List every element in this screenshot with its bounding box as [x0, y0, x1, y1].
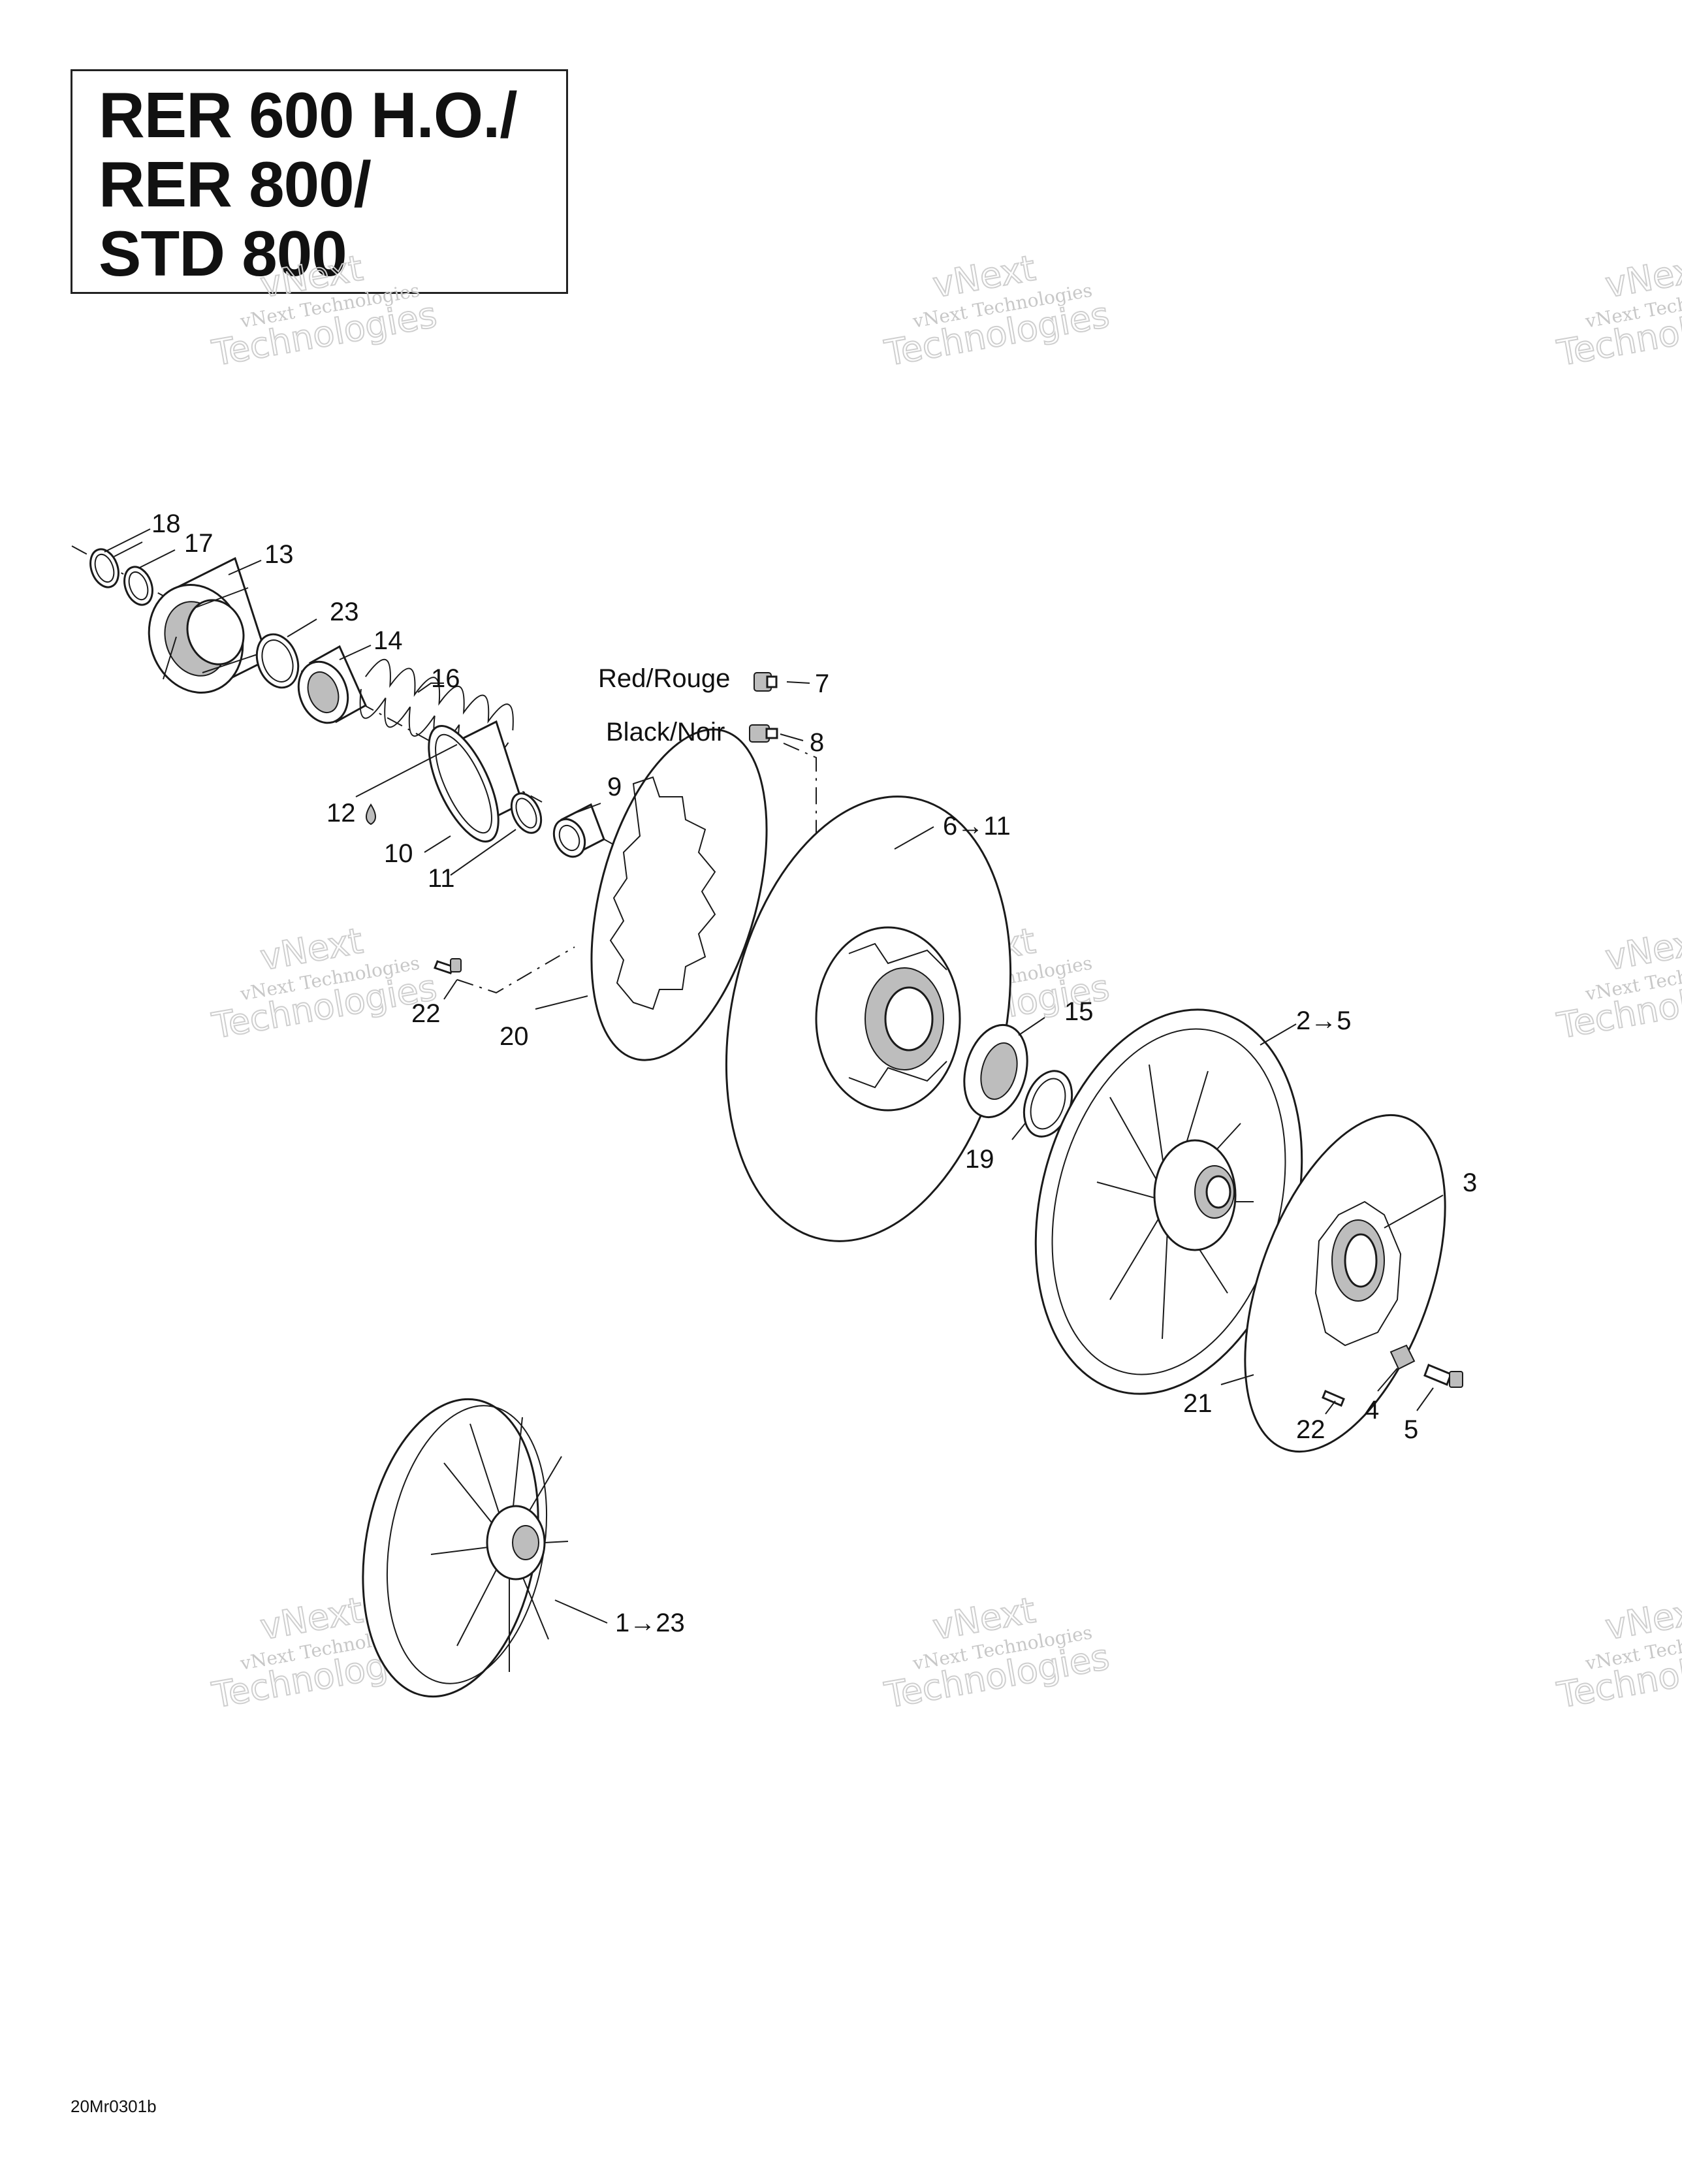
title-line-2: RER 800/ — [99, 148, 372, 220]
title-box: RER 600 H.O./ RER 800/ STD 800 — [71, 69, 568, 294]
axis-20-22 — [456, 946, 575, 994]
callout-4: 4 — [1365, 1396, 1379, 1424]
part-22-screw-right — [1322, 1390, 1345, 1407]
part-17-ring — [123, 566, 153, 606]
part-11-circlip — [510, 792, 543, 834]
part-8-slider-black — [749, 724, 778, 743]
callout-10: 10 — [384, 839, 413, 868]
callout-8: 8 — [810, 728, 824, 757]
label-red-rouge: Red/Rouge — [598, 664, 730, 693]
callout-20: 20 — [500, 1022, 529, 1051]
part-22-screw-left — [434, 958, 462, 974]
watermark-6: vNext vNext Technologies Technologies — [1553, 920, 1682, 1048]
part-20-disc — [590, 728, 768, 1061]
callout-15: 15 — [1064, 997, 1094, 1026]
callout-22-left: 22 — [411, 999, 441, 1028]
callout-18: 18 — [151, 509, 181, 538]
guide-8 — [783, 743, 817, 934]
title-line-1: RER 600 H.O./ — [99, 79, 518, 151]
part-14-seat — [297, 645, 367, 724]
watermarks: vNext vNext Technologies Technologies vN… — [208, 247, 1682, 1717]
title-line-3: STD 800 — [99, 217, 347, 289]
part-18-circlip — [89, 548, 119, 588]
callout-16: 16 — [431, 664, 460, 693]
callout-5: 5 — [1404, 1415, 1418, 1444]
part-23-ring — [255, 633, 300, 689]
callout-11: 11 — [428, 864, 455, 893]
callout-17: 17 — [184, 529, 214, 558]
watermark-1: vNext vNext Technologies Technologies — [208, 247, 441, 375]
watermark-8: vNext vNext Technologies Technologies — [881, 1589, 1113, 1717]
part-1-complete-driven-pulley — [362, 1398, 569, 1698]
part-9-bushing — [552, 803, 605, 858]
callout-13: 13 — [264, 540, 294, 569]
part-13-cam — [148, 556, 269, 694]
label-black-noir: Black/Noir — [606, 718, 725, 747]
part-2-sliding-sheave — [1034, 1008, 1303, 1395]
figure-code: 20Mr0301b — [71, 2096, 157, 2116]
callout-labels: 18 17 13 23 14 16 12 10 11 9 Red/Rouge 7… — [151, 509, 1477, 1637]
watermark-3: vNext vNext Technologies Technologies — [1553, 247, 1682, 375]
part-7-slider-red — [754, 672, 778, 692]
callout-19: 19 — [965, 1145, 994, 1174]
part-4-bracket — [1389, 1344, 1416, 1370]
callout-14: 14 — [373, 626, 403, 655]
callout-9: 9 — [607, 773, 622, 801]
part-12-grease — [366, 803, 376, 826]
part-6-fixed-sheave — [725, 795, 1012, 1242]
callout-6-11: 6→11 — [943, 812, 1011, 841]
leader-lines — [104, 528, 1444, 1624]
callout-7: 7 — [815, 669, 829, 698]
part-10-sleeve — [428, 720, 524, 843]
watermark-9: vNext vNext Technologies Technologies — [1553, 1589, 1682, 1717]
callout-22-right: 22 — [1296, 1415, 1325, 1444]
watermark-4: vNext vNext Technologies Technologies — [208, 920, 441, 1048]
part-19-ring — [1023, 1070, 1073, 1138]
callout-3: 3 — [1463, 1168, 1477, 1197]
callout-21: 21 — [1183, 1389, 1213, 1418]
watermark-2: vNext vNext Technologies Technologies — [881, 247, 1113, 375]
callout-23: 23 — [330, 598, 359, 626]
callout-2-5: 2→5 — [1296, 1006, 1352, 1035]
callout-12: 12 — [326, 799, 356, 827]
part-21-disc — [1244, 1114, 1446, 1453]
part-5-bolt — [1423, 1364, 1463, 1388]
callout-1-23: 1→23 — [615, 1609, 685, 1637]
part-15-washer — [963, 1023, 1028, 1119]
